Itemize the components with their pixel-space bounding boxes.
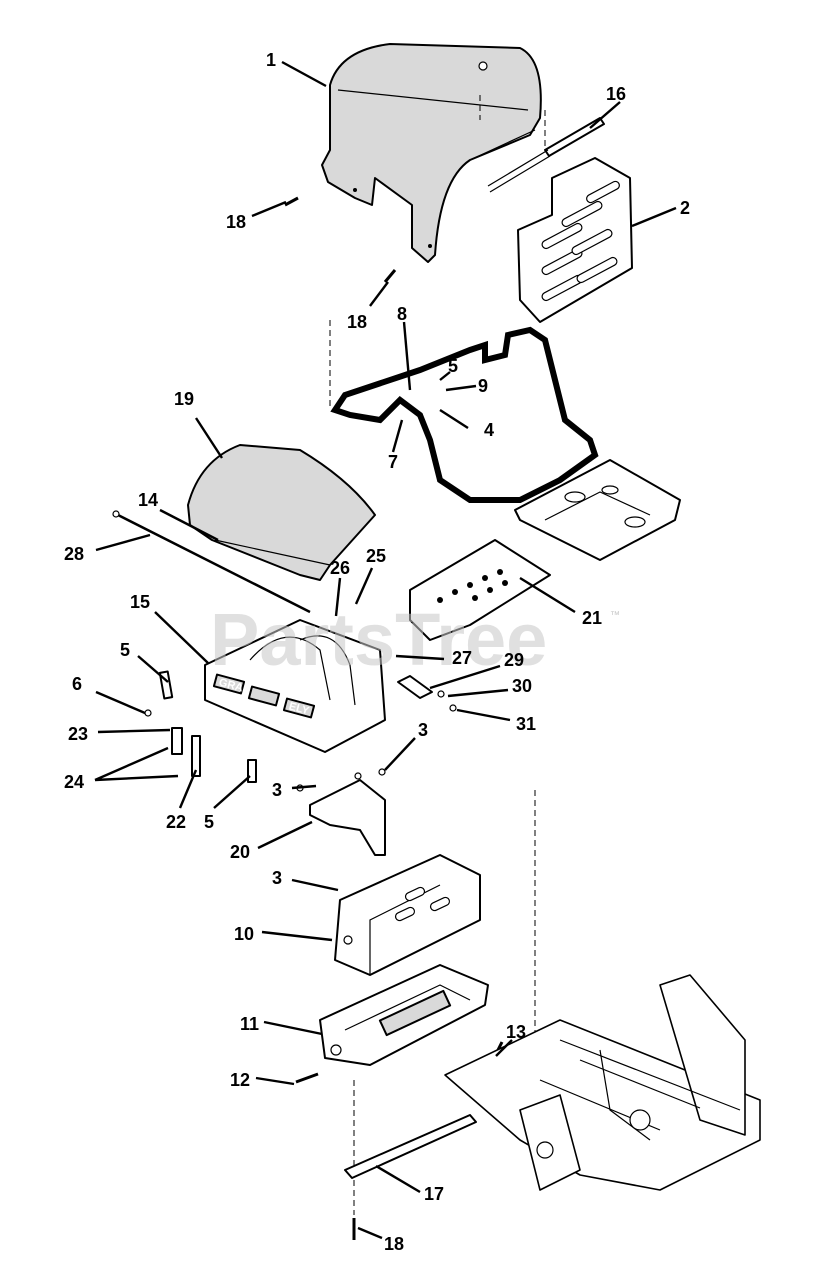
callout-3-c: 3	[272, 868, 282, 888]
callout-6: 6	[72, 674, 82, 694]
callout-12: 12	[230, 1070, 250, 1090]
callout-5-a: 5	[448, 356, 458, 376]
chassis-frame	[444, 974, 761, 1191]
callout-9: 9	[478, 376, 488, 396]
callout-17: 17	[424, 1184, 444, 1204]
part-28-rod	[112, 510, 311, 614]
callout-15: 15	[130, 592, 150, 612]
decal-right-text: ELY	[288, 701, 311, 718]
callout-26: 26	[330, 558, 350, 578]
callout-5-b: 5	[120, 640, 130, 660]
floor-pan	[514, 459, 681, 561]
callout-2: 2	[680, 198, 690, 218]
callout-3-a: 3	[418, 720, 428, 740]
callout-29: 29	[504, 650, 524, 670]
part-19-battery-cover	[187, 444, 376, 581]
callout-16: 16	[606, 84, 626, 104]
callout-5-c: 5	[204, 812, 214, 832]
callout-28: 28	[64, 544, 84, 564]
callout-19: 19	[174, 389, 194, 409]
part-21-step	[409, 539, 551, 641]
callouts: 1 16 2 18 18 8 5 9 4 7 19 14 28 26 25 21…	[64, 50, 690, 1254]
callout-18-a: 18	[226, 212, 246, 232]
callout-13: 13	[506, 1022, 526, 1042]
callout-1: 1	[266, 50, 276, 70]
callout-4: 4	[484, 420, 494, 440]
callout-31: 31	[516, 714, 536, 734]
callout-21: 21	[582, 608, 602, 628]
watermark-text: PartsTree	[210, 598, 547, 681]
part-7-seat-frame	[329, 320, 599, 503]
spring-and-washers	[397, 675, 457, 712]
callout-27: 27	[452, 648, 472, 668]
callout-14: 14	[138, 490, 158, 510]
callout-18-c: 18	[384, 1234, 404, 1254]
callout-24: 24	[64, 772, 84, 792]
callout-10: 10	[234, 924, 254, 944]
part-10-bracket	[334, 854, 481, 976]
part-16-strap	[478, 61, 605, 193]
part-15-battery-box: GRA ELY	[204, 619, 386, 753]
part-1-hood	[321, 43, 542, 263]
part-11-tray	[319, 964, 489, 1066]
callout-20: 20	[230, 842, 250, 862]
part-2-grille-plate	[517, 110, 633, 323]
callout-7: 7	[388, 452, 398, 472]
part-17-bar	[344, 1114, 477, 1179]
callout-18-b: 18	[347, 312, 367, 332]
callout-23: 23	[68, 724, 88, 744]
callout-25: 25	[366, 546, 386, 566]
part-20-bracket	[296, 768, 386, 856]
callout-22: 22	[166, 812, 186, 832]
callout-11: 11	[240, 1014, 259, 1034]
watermark-trademark: ™	[610, 610, 620, 621]
leader-lines	[94, 60, 677, 1240]
callout-3-b: 3	[272, 780, 282, 800]
callout-8: 8	[397, 304, 407, 324]
callout-30: 30	[512, 676, 532, 696]
